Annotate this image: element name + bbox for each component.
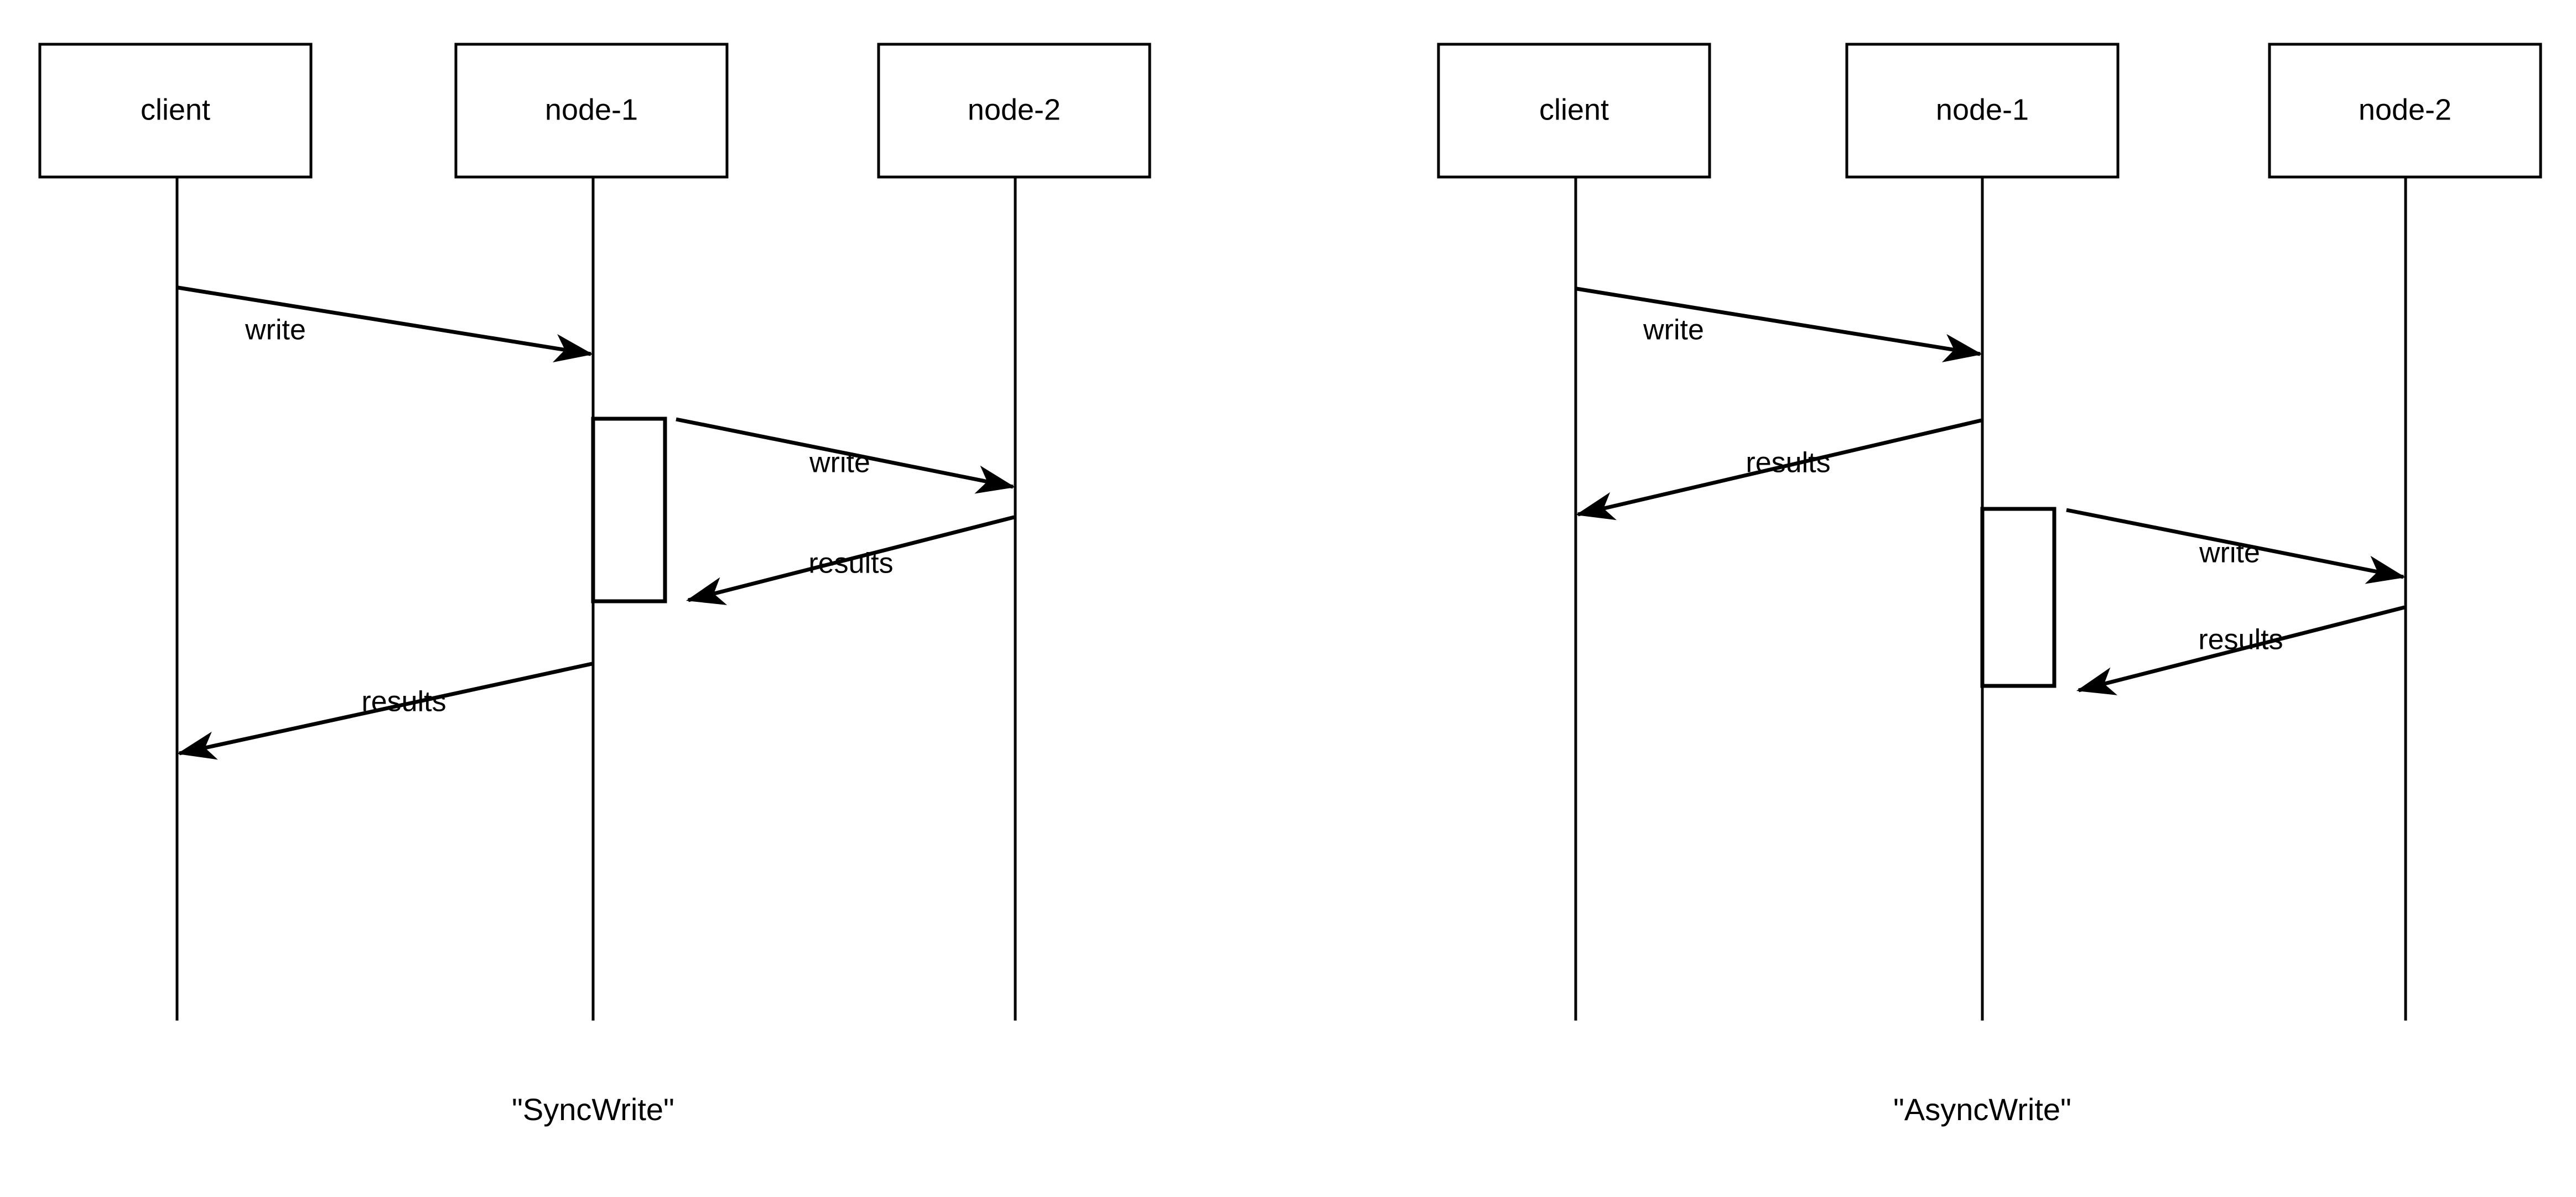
participant-box-client[interactable] bbox=[1437, 43, 1711, 179]
sequence-diagram-sync-write: client node-1 node-2 write write results resul… bbox=[38, 43, 1151, 1127]
participant-label-node-2: node-2 bbox=[2359, 93, 2452, 126]
sequence-diagram-async-write: client node-1 node-2 write results write resul… bbox=[1437, 43, 2542, 1127]
participant-box-node-1[interactable] bbox=[454, 43, 729, 179]
message-arrow-node1-to-node2-write bbox=[2066, 508, 2406, 584]
diagram-layers: client node-1 node-2 write write results resul… bbox=[38, 43, 2542, 1127]
message-arrow-client-to-node1-write bbox=[178, 285, 594, 363]
participant-box-client[interactable] bbox=[38, 43, 313, 179]
message-label-node1-to-client-results: results bbox=[361, 686, 446, 718]
message-label-node2-to-node1-results: results bbox=[2198, 624, 2283, 656]
activation-bar-node-1 bbox=[591, 417, 667, 603]
participant-label-client: client bbox=[1539, 93, 1609, 126]
message-label-node1-to-node2-write: write bbox=[2199, 537, 2260, 569]
participant-box-node-1[interactable] bbox=[1845, 43, 2120, 179]
message-arrow-node1-to-node2-write bbox=[676, 417, 1016, 494]
diagram-caption-async-write: "AsyncWrite" bbox=[1893, 1092, 2071, 1127]
message-label-node1-to-node2-write: write bbox=[809, 447, 870, 479]
participant-box-node-2[interactable] bbox=[2268, 43, 2542, 179]
message-arrow-node2-to-node1-results bbox=[2076, 605, 2405, 695]
participant-label-node-2: node-2 bbox=[968, 93, 1061, 126]
participant-label-node-1: node-1 bbox=[545, 93, 638, 126]
message-label-client-to-node1-write: write bbox=[1643, 314, 1704, 346]
message-arrow-node1-to-client-results bbox=[176, 662, 593, 760]
message-arrow-client-to-node1-write bbox=[1576, 287, 1983, 363]
message-label-node2-to-node1-results: results bbox=[808, 548, 893, 580]
message-arrow-node1-to-client-results bbox=[1575, 418, 1982, 521]
message-label-node1-to-client-results: results bbox=[1746, 447, 1830, 479]
message-arrow-node2-to-node1-results bbox=[685, 515, 1015, 605]
participant-label-client: client bbox=[141, 93, 210, 126]
diagram-caption-sync-write: "SyncWrite" bbox=[512, 1092, 674, 1127]
participant-label-node-1: node-1 bbox=[1936, 93, 2029, 126]
participant-box-node-2[interactable] bbox=[877, 43, 1151, 179]
activation-bar-node-1 bbox=[1980, 507, 2056, 688]
message-label-client-to-node1-write: write bbox=[245, 314, 306, 346]
